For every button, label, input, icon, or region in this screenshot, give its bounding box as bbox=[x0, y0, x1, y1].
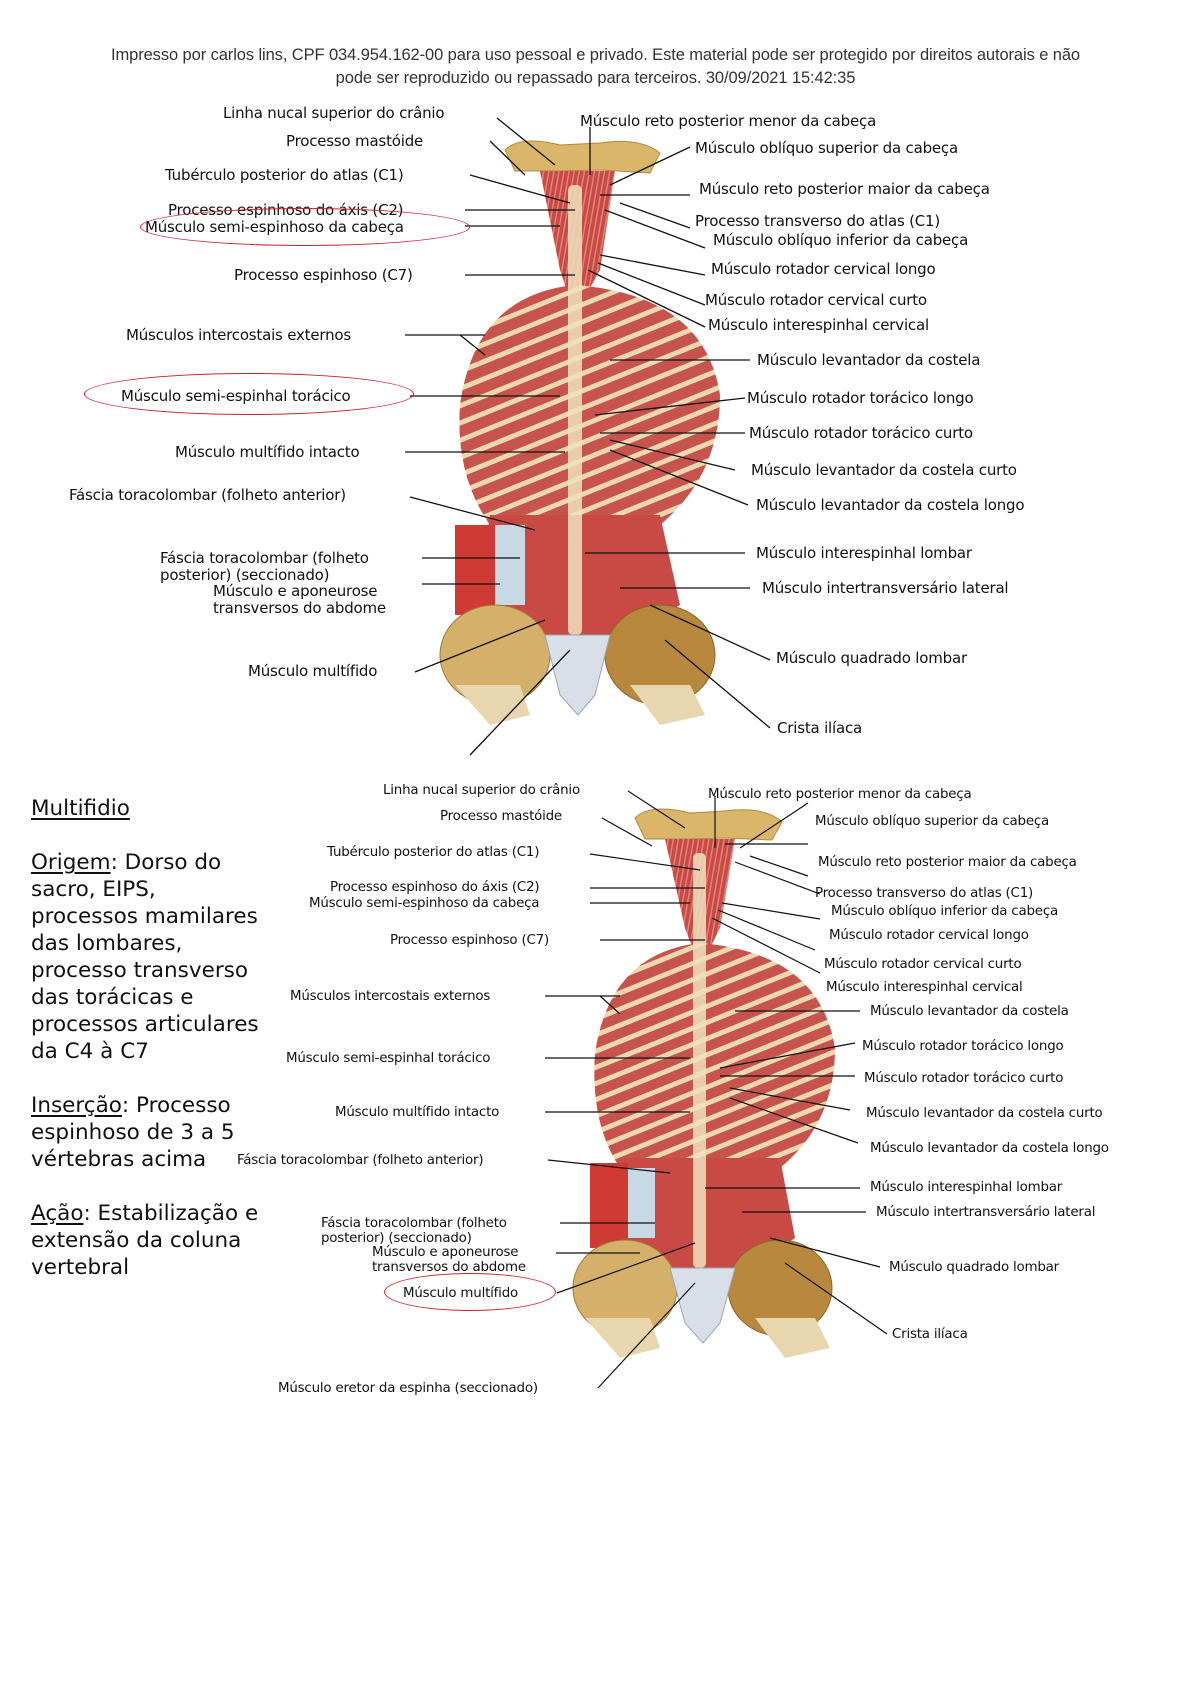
anatomy-figure-1: Linha nucal superior do crânio Processo … bbox=[0, 95, 1191, 760]
label-reto-posterior-menor-2: Músculo reto posterior menor da cabeça bbox=[708, 787, 972, 802]
label-intertransversario-lateral-2: Músculo intertransversário lateral bbox=[876, 1205, 1096, 1220]
label-crista-iliaca: Crista ilíaca bbox=[777, 719, 862, 737]
label-multifido: Músculo multífido bbox=[248, 662, 378, 680]
label-levantador-costela-2: Músculo levantador da costela bbox=[870, 1004, 1069, 1019]
label-semi-espinhal-toracico-2: Músculo semi-espinhal torácico bbox=[286, 1051, 491, 1066]
label-fascia-anterior: Fáscia toracolombar (folheto anterior) bbox=[69, 486, 346, 504]
label-obliquo-inferior-2: Músculo oblíquo inferior da cabeça bbox=[831, 904, 1058, 919]
origin-text: : Dorso do sacro, EIPS, processos mamila… bbox=[31, 850, 259, 1064]
label-rotador-cervical-longo-2: Músculo rotador cervical longo bbox=[829, 928, 1029, 943]
anatomy-figure-2: Linha nucal superior do crânio Processo … bbox=[0, 778, 1191, 1438]
highlight-oval-semi-espinhoso-cabeca bbox=[140, 208, 470, 246]
deep-back-muscles-illustration bbox=[405, 117, 771, 756]
label-reto-posterior-maior-2: Músculo reto posterior maior da cabeça bbox=[818, 855, 1077, 870]
label-fascia-posterior: Fáscia toracolombar (folheto posterior) … bbox=[160, 549, 369, 584]
label-rotador-toracico-longo: Músculo rotador torácico longo bbox=[747, 389, 974, 407]
label-levantador-costela: Músculo levantador da costela bbox=[757, 351, 981, 369]
label-levantador-costela-curto: Músculo levantador da costela curto bbox=[751, 461, 1017, 479]
highlight-oval-multifido bbox=[384, 1273, 556, 1311]
label-obliquo-superior: Músculo oblíquo superior da cabeça bbox=[695, 139, 958, 157]
label-levantador-costela-longo: Músculo levantador da costela longo bbox=[756, 496, 1025, 514]
label-tuberculo-atlas: Tubérculo posterior do atlas (C1) bbox=[165, 166, 404, 184]
label-transversos-abdome: Músculo e aponeurose transversos do abdo… bbox=[213, 582, 386, 617]
label-obliquo-superior-2: Músculo oblíquo superior da cabeça bbox=[815, 814, 1050, 829]
label-linha-nucal-2: Linha nucal superior do crânio bbox=[383, 783, 580, 798]
label-quadrado-lombar-2: Músculo quadrado lombar bbox=[889, 1260, 1059, 1275]
label-espinhoso-axis-2: Processo espinhoso do áxis (C2) bbox=[330, 880, 540, 895]
label-espinhoso-c7-2: Processo espinhoso (C7) bbox=[390, 933, 549, 948]
label-intertransversario-lateral: Músculo intertransversário lateral bbox=[762, 579, 1009, 597]
notes-title: Multifidio bbox=[31, 796, 130, 821]
print-watermark: Impresso por carlos lins, CPF 034.954.16… bbox=[0, 44, 1191, 90]
label-multifido-intacto-2: Músculo multífido intacto bbox=[335, 1105, 500, 1120]
label-interespinhal-cervical: Músculo interespinhal cervical bbox=[708, 316, 929, 334]
label-rotador-cervical-curto-2: Músculo rotador cervical curto bbox=[824, 957, 1022, 972]
label-espinhoso-c7: Processo espinhoso (C7) bbox=[234, 266, 413, 284]
label-intercostais-externos-2: Músculos intercostais externos bbox=[290, 989, 491, 1004]
deep-back-muscles-illustration-2 bbox=[545, 790, 888, 1389]
watermark-line-2: pode ser reproduzido ou repassado para t… bbox=[335, 69, 856, 87]
label-fascia-posterior-2: Fáscia toracolombar (folheto posterior) … bbox=[321, 1216, 507, 1246]
action-text: : Estabilização e extensão da coluna ver… bbox=[31, 1201, 259, 1280]
label-interespinhal-lombar-2: Músculo interespinhal lombar bbox=[870, 1180, 1063, 1195]
insertion-label: Inserção bbox=[31, 1093, 122, 1118]
label-levantador-costela-longo-2: Músculo levantador da costela longo bbox=[870, 1141, 1109, 1156]
notes-insertion: Inserção: Processo espinhoso de 3 a 5 vé… bbox=[31, 1092, 261, 1173]
label-multifido-intacto: Músculo multífido intacto bbox=[175, 443, 360, 461]
label-rotador-cervical-curto: Músculo rotador cervical curto bbox=[705, 291, 927, 309]
label-tuberculo-atlas-2: Tubérculo posterior do atlas (C1) bbox=[327, 845, 540, 860]
label-fascia-anterior-2: Fáscia toracolombar (folheto anterior) bbox=[237, 1153, 484, 1168]
highlight-oval-semi-espinhal-toracico bbox=[84, 373, 414, 415]
label-crista-iliaca-2: Crista ilíaca bbox=[892, 1327, 968, 1342]
action-label: Ação bbox=[31, 1201, 84, 1226]
label-linha-nucal: Linha nucal superior do crânio bbox=[223, 104, 445, 122]
origin-label: Origem bbox=[31, 850, 111, 875]
notes-action: Ação: Estabilização e extensão da coluna… bbox=[31, 1200, 261, 1281]
watermark-line-1: Impresso por carlos lins, CPF 034.954.16… bbox=[111, 46, 1080, 64]
label-reto-posterior-menor: Músculo reto posterior menor da cabeça bbox=[580, 112, 877, 130]
label-reto-posterior-maior: Músculo reto posterior maior da cabeça bbox=[699, 180, 990, 198]
label-intercostais-externos: Músculos intercostais externos bbox=[126, 326, 351, 344]
label-transverso-atlas-2: Processo transverso do atlas (C1) bbox=[815, 886, 1034, 901]
label-processo-mastoide-2: Processo mastóide bbox=[440, 809, 562, 824]
label-processo-mastoide: Processo mastóide bbox=[286, 132, 424, 150]
notes-origin: Origem: Dorso do sacro, EIPS, processos … bbox=[31, 849, 261, 1065]
label-interespinhal-cervical-2: Músculo interespinhal cervical bbox=[826, 980, 1023, 995]
label-quadrado-lombar: Músculo quadrado lombar bbox=[776, 649, 967, 667]
label-eretor-espinha-2: Músculo eretor da espinha (seccionado) bbox=[278, 1381, 538, 1396]
insertion-text: : Processo espinhoso de 3 a 5 vértebras … bbox=[31, 1093, 235, 1172]
multifidus-notes: Multifidio Origem: Dorso do sacro, EIPS,… bbox=[31, 795, 261, 1308]
label-semi-espinhoso-cabeca-2: Músculo semi-espinhoso da cabeça bbox=[309, 896, 540, 911]
label-rotador-toracico-curto-2: Músculo rotador torácico curto bbox=[864, 1071, 1064, 1086]
label-obliquo-inferior: Músculo oblíquo inferior da cabeça bbox=[713, 231, 969, 249]
label-transversos-abdome-2: Músculo e aponeurose transversos do abdo… bbox=[372, 1245, 526, 1275]
label-rotador-cervical-longo: Músculo rotador cervical longo bbox=[711, 260, 936, 278]
label-rotador-toracico-curto: Músculo rotador torácico curto bbox=[749, 424, 973, 442]
label-levantador-costela-curto-2: Músculo levantador da costela curto bbox=[866, 1106, 1103, 1121]
label-rotador-toracico-longo-2: Músculo rotador torácico longo bbox=[862, 1039, 1064, 1054]
label-transverso-atlas: Processo transverso do atlas (C1) bbox=[695, 212, 941, 230]
label-interespinhal-lombar: Músculo interespinhal lombar bbox=[756, 544, 972, 562]
